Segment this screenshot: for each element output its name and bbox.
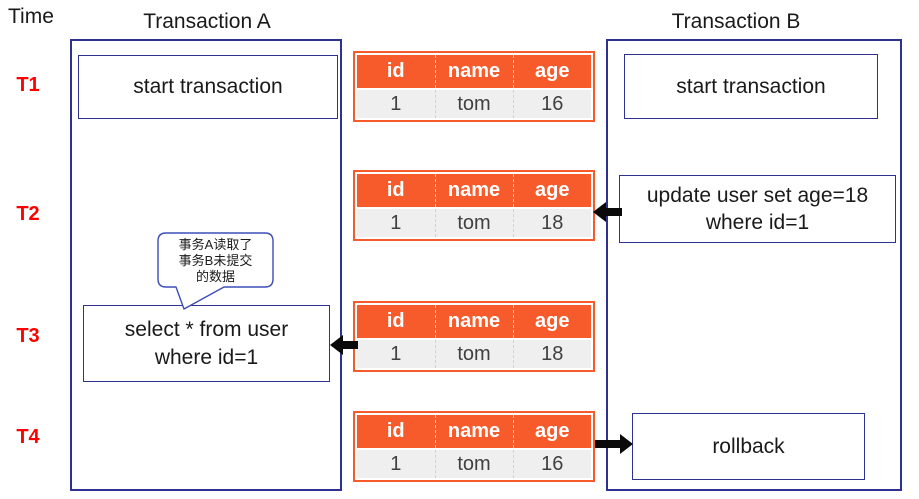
op-a-select: select * from user where id=1 <box>83 305 330 382</box>
dirty-read-callout: 事务A读取了 事务B未提交 的数据 <box>158 237 273 285</box>
op-b-update-line1: update user set age=18 <box>646 183 869 207</box>
user-table-t4-grid: id name age 1 tom 16 <box>357 415 591 478</box>
cell-age: 18 <box>512 338 591 368</box>
table-row: 1 tom 16 <box>357 88 591 118</box>
callout-line3: 的数据 <box>195 269 235 284</box>
cell-name: tom <box>434 88 513 118</box>
cell-age: 16 <box>512 88 591 118</box>
col-header-age: age <box>512 55 591 90</box>
col-header-id: id <box>357 55 435 90</box>
user-table-t1: id name age 1 tom 16 <box>353 51 595 122</box>
user-table-t4: id name age 1 tom 16 <box>353 411 595 482</box>
cell-age: 16 <box>512 448 591 478</box>
col-header-name: name <box>434 174 513 209</box>
cell-name: tom <box>434 338 513 368</box>
table-header-row: id name age <box>357 305 591 340</box>
table-header-row: id name age <box>357 55 591 90</box>
col-header-name: name <box>434 305 513 340</box>
col-header-name: name <box>434 55 513 90</box>
transaction-b-lane <box>606 39 902 491</box>
col-header-age: age <box>512 174 591 209</box>
time-label-t1: T1 <box>16 74 40 96</box>
col-header-id: id <box>357 415 435 450</box>
col-header-age: age <box>512 415 591 450</box>
op-a-start-transaction: start transaction <box>78 55 338 119</box>
user-table-t3: id name age 1 tom 18 <box>353 301 595 372</box>
op-b-start-transaction: start transaction <box>624 54 878 119</box>
table-row: 1 tom 18 <box>357 207 591 237</box>
transaction-a-title: Transaction A <box>143 10 271 33</box>
op-b-start-label: start transaction <box>676 74 826 98</box>
user-table-t3-grid: id name age 1 tom 18 <box>357 305 591 368</box>
table-row: 1 tom 18 <box>357 338 591 368</box>
op-b-update-line2: where id=1 <box>705 211 810 234</box>
col-header-age: age <box>512 305 591 340</box>
op-b-rollback: rollback <box>632 413 865 480</box>
cell-id: 1 <box>357 448 435 478</box>
cell-age: 18 <box>512 207 591 237</box>
cell-name: tom <box>434 448 513 478</box>
time-label-t3: T3 <box>16 325 40 347</box>
time-column-header: Time <box>8 5 54 28</box>
cell-name: tom <box>434 207 513 237</box>
op-a-select-line1: select * from user <box>124 318 289 342</box>
time-label-t4: T4 <box>16 426 40 448</box>
op-a-start-label: start transaction <box>133 75 283 99</box>
table-row: 1 tom 16 <box>357 448 591 478</box>
table-header-row: id name age <box>357 415 591 450</box>
table-header-row: id name age <box>357 174 591 209</box>
user-table-t1-grid: id name age 1 tom 16 <box>357 55 591 118</box>
col-header-id: id <box>357 174 435 209</box>
cell-id: 1 <box>357 338 435 368</box>
cell-id: 1 <box>357 88 435 118</box>
callout-line1: 事务A读取了 <box>178 237 253 252</box>
user-table-t2-grid: id name age 1 tom 18 <box>357 174 591 237</box>
col-header-name: name <box>434 415 513 450</box>
cell-id: 1 <box>357 207 435 237</box>
op-b-update: update user set age=18 where id=1 <box>619 175 896 243</box>
transaction-a-lane <box>70 39 342 491</box>
transaction-b-title: Transaction B <box>671 10 801 33</box>
col-header-id: id <box>357 305 435 340</box>
user-table-t2: id name age 1 tom 18 <box>353 170 595 241</box>
callout-line2: 事务B未提交 <box>178 253 253 268</box>
op-a-select-line2: where id=1 <box>154 345 259 369</box>
op-b-rollback-label: rollback <box>712 434 785 458</box>
time-label-t2: T2 <box>16 203 40 225</box>
